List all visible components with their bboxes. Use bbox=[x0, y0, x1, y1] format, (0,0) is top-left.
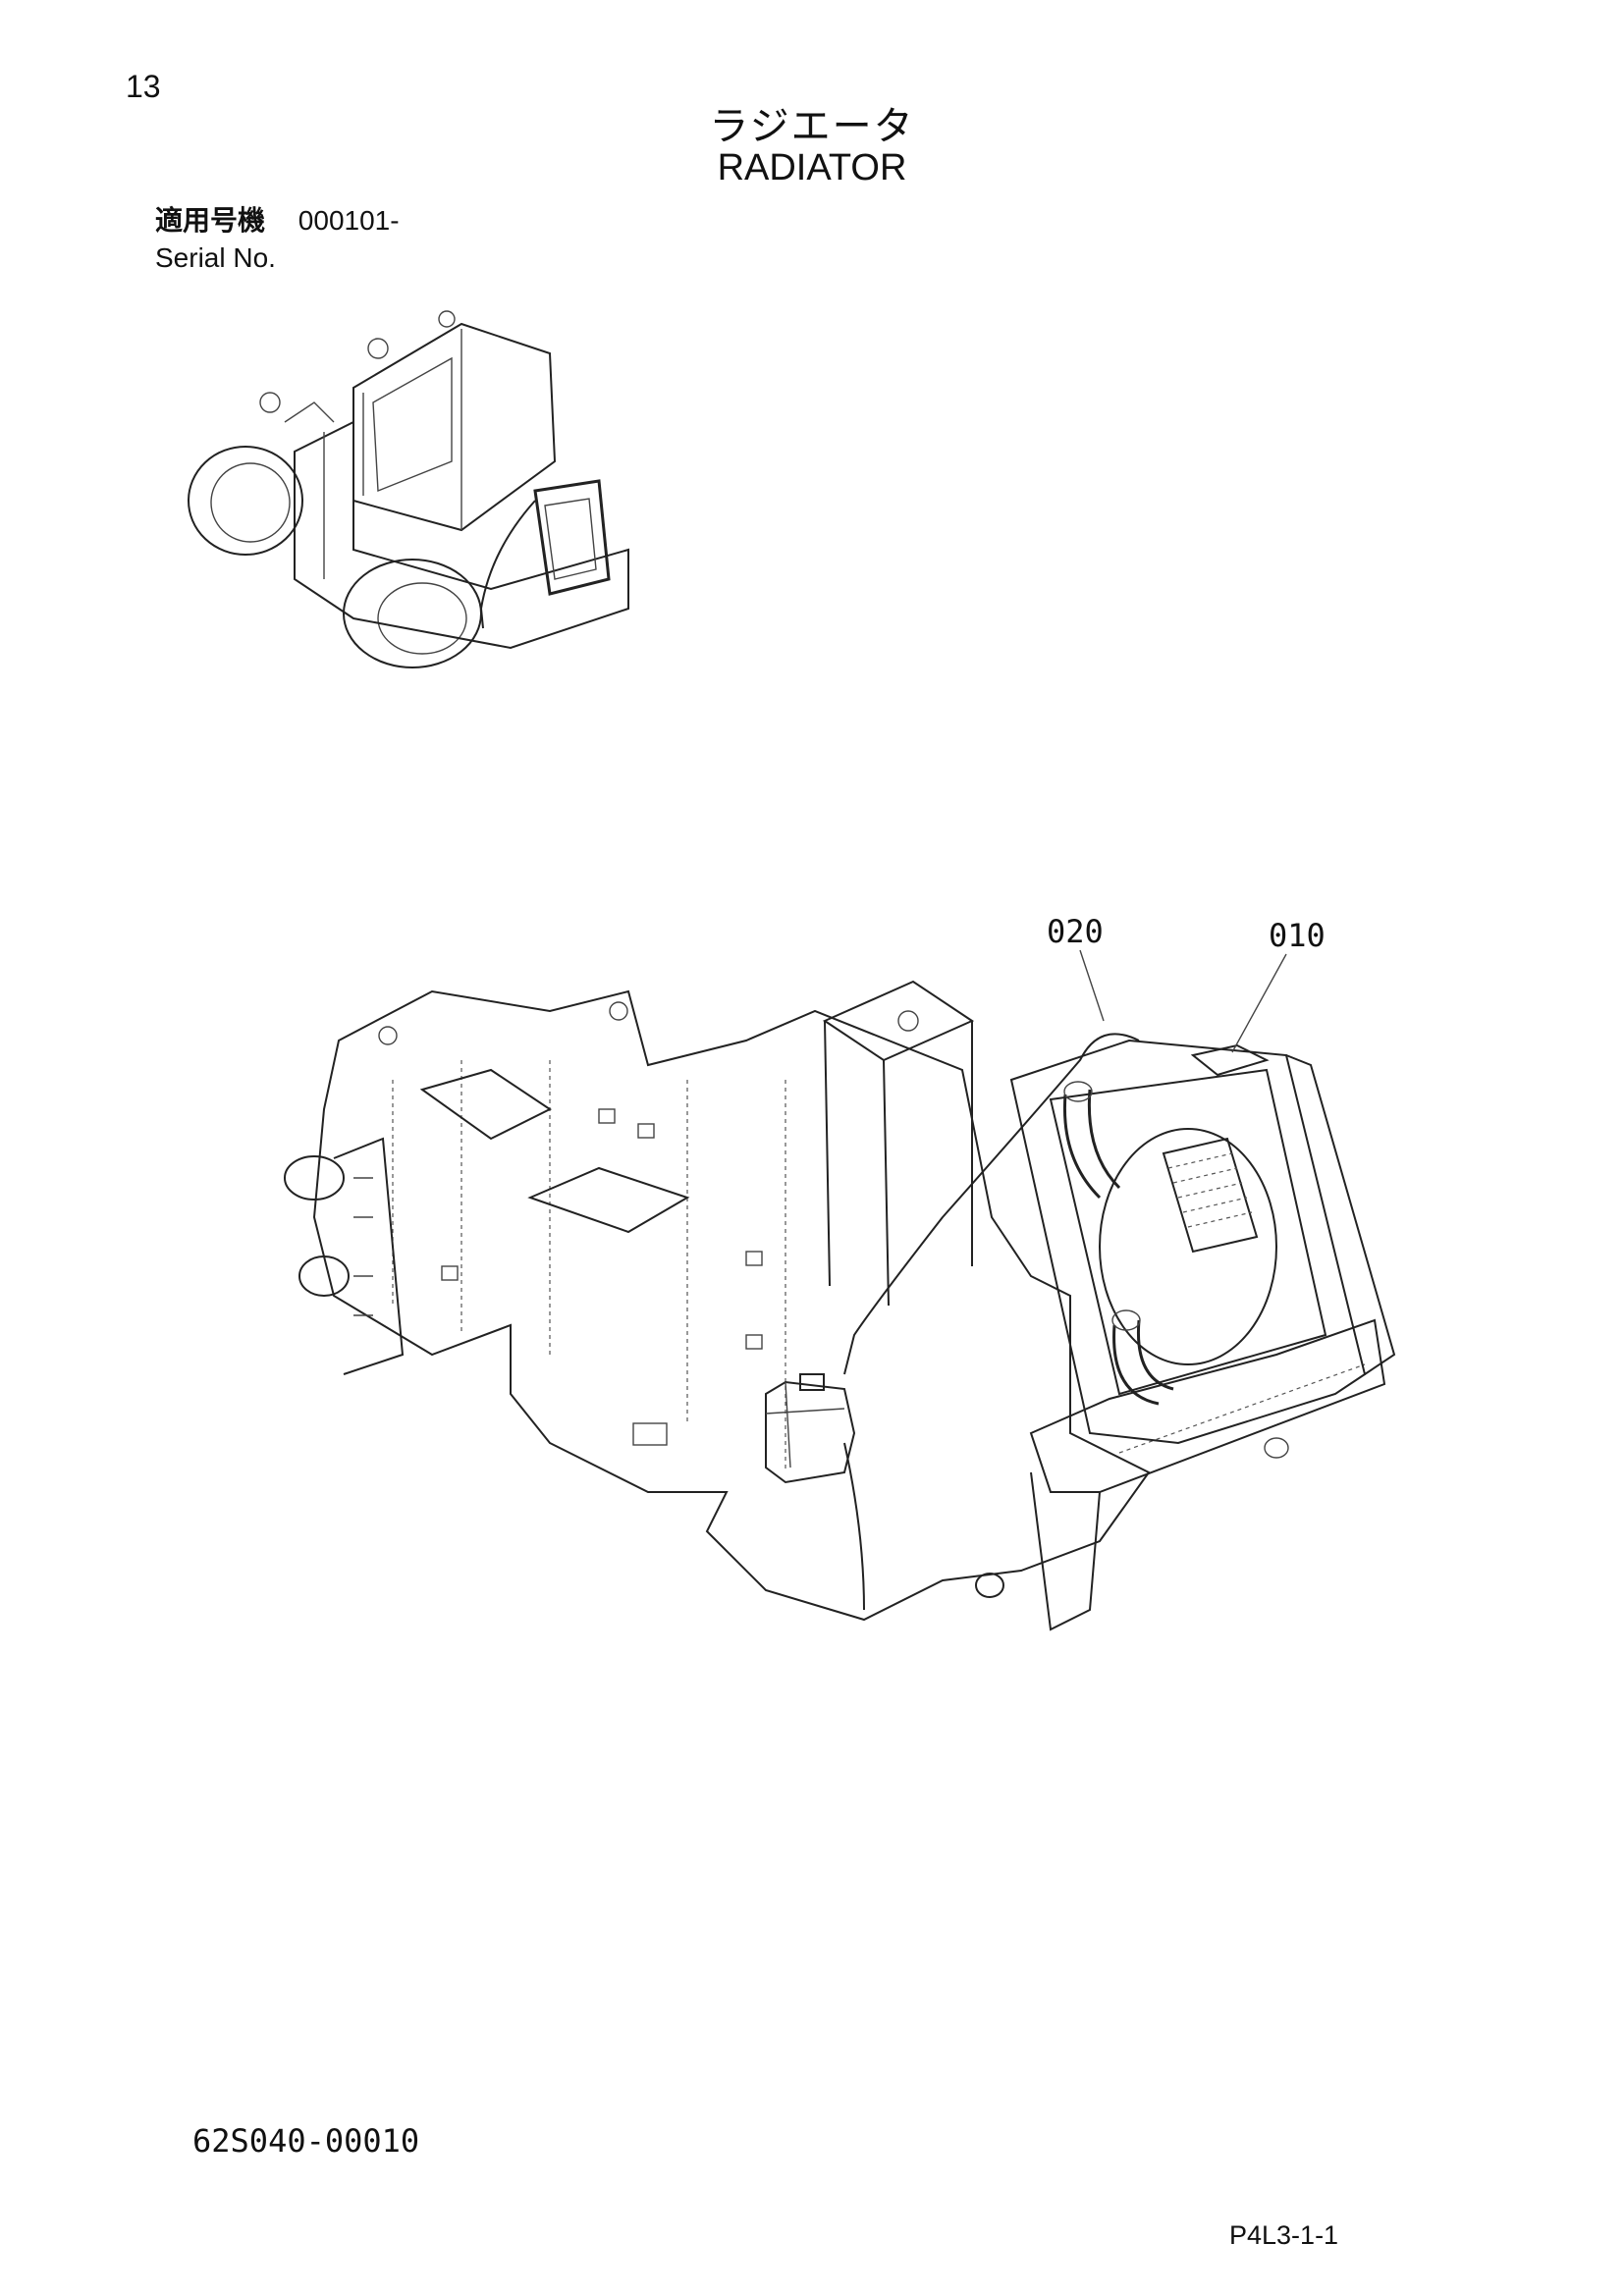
frame-drawing bbox=[284, 980, 1386, 1631]
reserve-tank bbox=[765, 1373, 865, 1611]
leader-line-010 bbox=[1231, 953, 1287, 1053]
overflow-hose bbox=[843, 1033, 1140, 1375]
page-reference: P4L3-1-1 bbox=[1229, 2220, 1339, 2250]
radiator-assembly bbox=[1009, 1039, 1396, 1445]
callout-010: 010 bbox=[1269, 917, 1326, 954]
machine-overview bbox=[188, 310, 629, 668]
serial-block: 適用号機 000101- Serial No. bbox=[155, 202, 400, 277]
serial-label-jp: 適用号機 bbox=[155, 204, 266, 237]
page-title-jp: ラジエータ bbox=[709, 104, 915, 149]
drawing-code: 62S040-00010 bbox=[192, 2122, 420, 2160]
callout-020: 020 bbox=[1047, 913, 1104, 950]
serial-value: 000101- bbox=[298, 205, 400, 236]
serial-row: 適用号機 000101- bbox=[155, 202, 400, 240]
serial-label-en: Serial No. bbox=[155, 242, 276, 273]
page-number: 13 bbox=[126, 69, 161, 104]
leader-lines bbox=[1079, 949, 1287, 1053]
page-title-en: RADIATOR bbox=[717, 147, 907, 188]
leader-line-020 bbox=[1079, 949, 1105, 1022]
